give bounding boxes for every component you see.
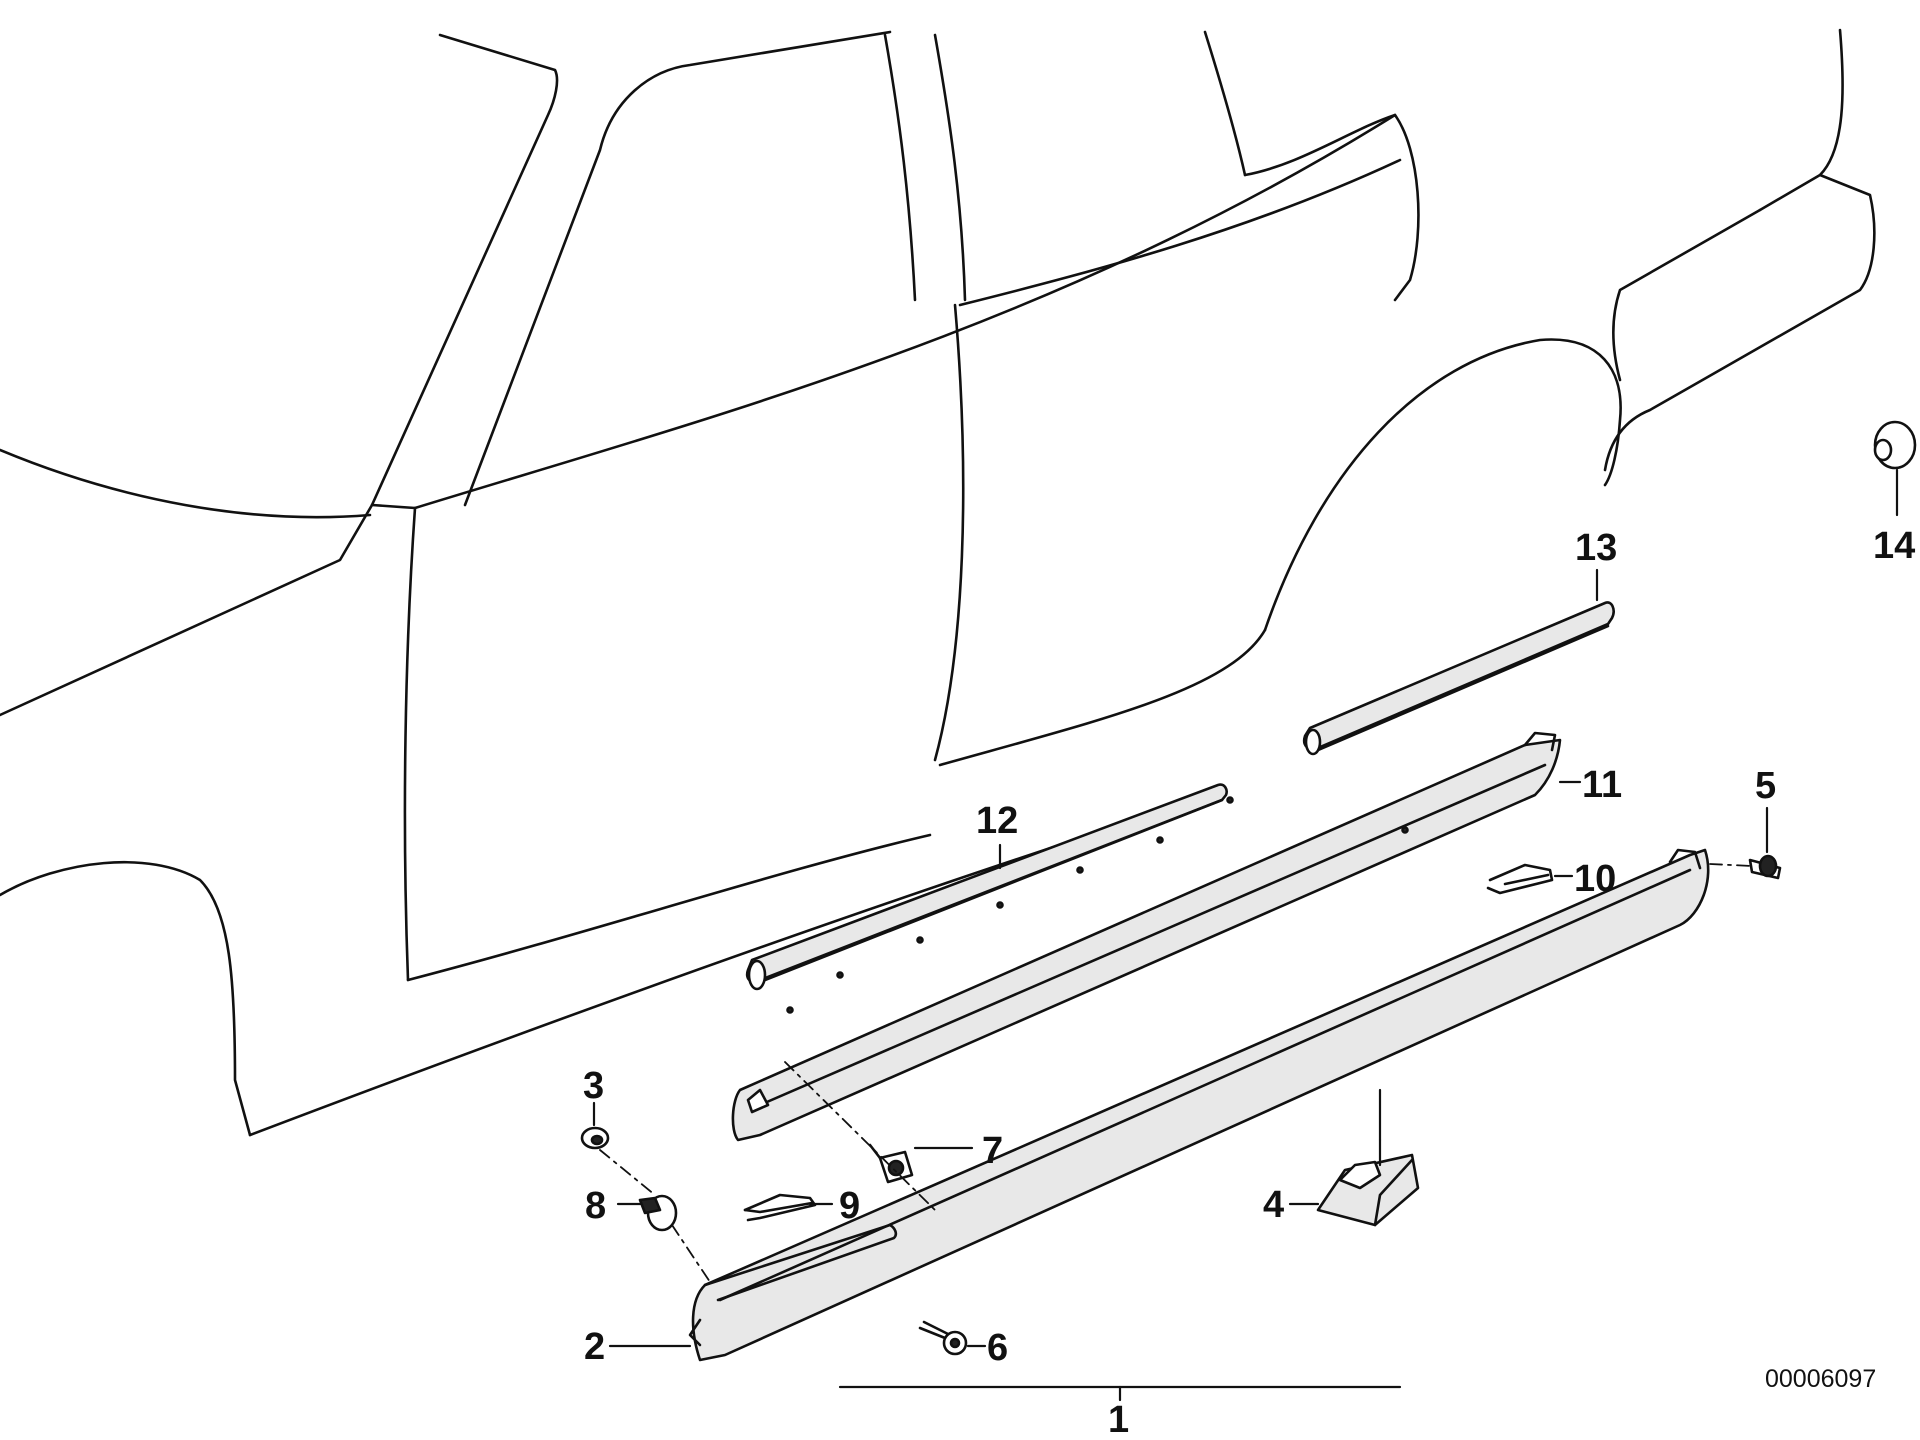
part-4-jack-pad-bracket <box>1288 1138 1420 1227</box>
callout-12: 12 <box>976 800 1018 842</box>
callout-14: 14 <box>1873 525 1915 567</box>
callout-13: 13 <box>1575 527 1617 569</box>
callout-11: 11 <box>1582 764 1622 806</box>
part-5-push-rivet <box>1748 806 1782 880</box>
part-9-spring-clip <box>743 1193 834 1222</box>
part-6-screw <box>918 1320 987 1356</box>
part-11-sill-carrier <box>731 731 1582 1142</box>
callout-9: 9 <box>839 1185 860 1227</box>
callout-8: 8 <box>585 1185 606 1227</box>
assembly-lines <box>599 863 1753 1283</box>
callout-3: 3 <box>583 1065 604 1107</box>
callout-10: 10 <box>1574 858 1616 900</box>
part-3-clip <box>580 1101 610 1150</box>
part-13-rear-door-moulding <box>1302 568 1615 756</box>
part-1-side-skirt <box>608 848 1710 1402</box>
part-7-expanding-clip <box>868 1143 974 1184</box>
callout-1: 1 <box>1108 1399 1129 1440</box>
callout-labels: 1 2 3 4 5 6 7 8 9 10 11 12 13 14 0000609… <box>583 525 1915 1440</box>
callout-5: 5 <box>1755 765 1776 807</box>
part-10-clip <box>1486 863 1574 895</box>
reference-number: 00006097 <box>1765 1365 1876 1393</box>
part-12-door-moulding <box>745 783 1228 991</box>
callout-4: 4 <box>1263 1184 1284 1226</box>
callout-2: 2 <box>584 1326 605 1368</box>
car-body-outline <box>0 28 1876 1137</box>
callout-6: 6 <box>987 1327 1008 1369</box>
part-14-grommet <box>1873 420 1917 517</box>
callout-7: 7 <box>982 1130 1003 1172</box>
part-8-plug <box>616 1194 678 1232</box>
